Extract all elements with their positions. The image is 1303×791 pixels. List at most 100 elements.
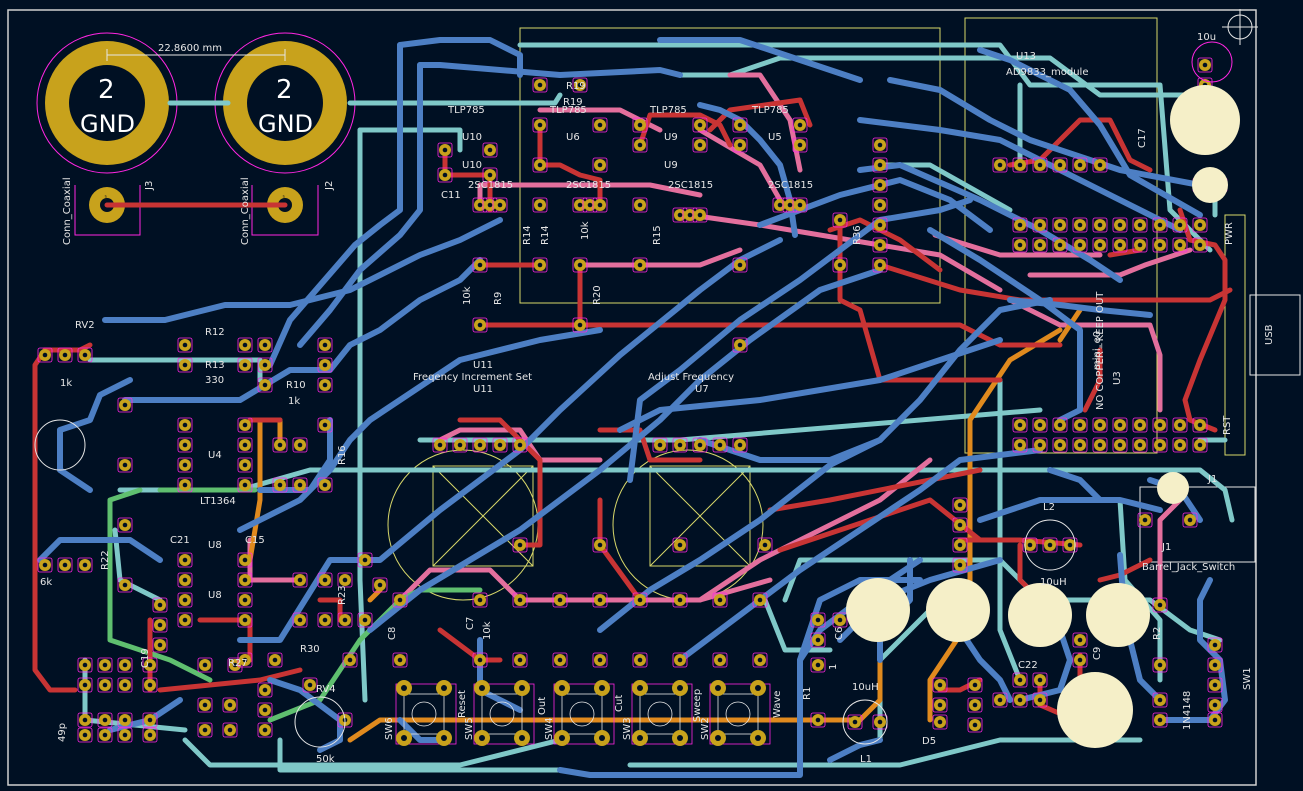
coax-j3-net-label: GND [80, 110, 135, 138]
silk-label-c15: C15 [245, 535, 265, 546]
silk-label-cut: Cut [614, 695, 625, 712]
silk-label-u9: U9 [664, 132, 678, 143]
silk-label-sw3: SW3 [622, 717, 633, 740]
silk-label-u13: U13 [1016, 51, 1036, 62]
silk-label-c11: C11 [441, 190, 461, 201]
silk-label-r12: R12 [205, 327, 225, 338]
silk-label-tlp785-c: TLP785 [649, 105, 687, 116]
silk-label-c7: C7 [465, 617, 476, 630]
silk-label-u11b: U11 [473, 384, 493, 395]
coax-j3-ref: J3 [144, 181, 155, 191]
silk-label-fiftyk: 50k [316, 754, 335, 765]
silk-label-r2: R2 [1152, 627, 1163, 640]
silk-label-c21: C21 [170, 535, 190, 546]
silk-label-sweep: Sweep [692, 689, 703, 722]
silk-label-sw2: SW2 [700, 717, 711, 740]
silk-label-barrel: Barrel_Jack_Switch [1142, 562, 1235, 573]
silk-label-r19b: R19 [563, 97, 583, 108]
silk-label-sw6: SW6 [384, 717, 395, 740]
silk-label-in4148: 1N4148 [1182, 691, 1193, 730]
silk-label-out: Out [537, 697, 548, 715]
coax-j3-pin-number: 2 [98, 75, 115, 105]
silk-label-u8b: U8 [208, 590, 222, 601]
silk-label-tlp785-b: TLP785 [549, 105, 587, 116]
silk-label-u11: U11 [473, 360, 493, 371]
trace-layer-inner2 [247, 72, 1193, 603]
silk-label-c9: C9 [1092, 647, 1103, 660]
silk-label-u11-title: Freqency Increment Set [413, 372, 532, 383]
silk-label-l2: L2 [1043, 502, 1055, 513]
silk-label-u8: U8 [208, 540, 222, 551]
coax-j2-pin-number: 2 [276, 75, 293, 105]
silk-label-u3: U3 [1112, 371, 1123, 385]
silk-label-u7-title: Adjust Frequency [648, 372, 734, 383]
silk-label-u5: U5 [768, 132, 782, 143]
silk-label-nocopper: NO COPPER - KEEP OUT [1095, 291, 1106, 410]
silk-label-tenk-a: 10k [462, 286, 473, 305]
silk-label-ad9833: AD9833_module [1006, 67, 1088, 78]
silk-label-c6: C6 [834, 627, 845, 640]
tactile-switches [395, 680, 771, 746]
coax-j2-ref: J2 [324, 181, 335, 191]
silk-label-tenk-b: 10k [580, 221, 591, 240]
silk-label-u7: U7 [695, 384, 709, 395]
silk-label-r23: R23 [337, 585, 348, 605]
silk-label-reset: Reset [457, 690, 468, 718]
silk-label-tenk-c: 10k [482, 621, 493, 640]
dimension-label: 22.8600 mm [158, 43, 222, 54]
electrolytic-capacitors [34, 41, 1240, 748]
silk-label-r14: R14 [522, 225, 533, 245]
silk-label-sw1: SW1 [1242, 667, 1253, 690]
silk-label-c8: C8 [387, 627, 398, 640]
coax-j3-value: Conn_Coaxial [62, 177, 73, 245]
silk-label-tlp785-d: TLP785 [751, 105, 789, 116]
silk-label-r9: R9 [493, 292, 504, 305]
silk-label-c22: C22 [1018, 660, 1038, 671]
silk-label-sc1815-c: 2SC1815 [668, 180, 713, 191]
silk-label-rst: RST [1222, 415, 1233, 435]
silk-label-onek-a: 1k [60, 378, 72, 389]
silk-label-l1: L1 [860, 754, 872, 765]
silk-label-sc1815-b: 2SC1815 [566, 180, 611, 191]
silk-label-lt1364: LT1364 [200, 496, 236, 507]
silk-label-fortyninep: 49p [57, 723, 68, 742]
silk-label-rv2: RV2 [75, 320, 95, 331]
silk-label-r13: R13 [205, 360, 225, 371]
silk-label-tenuh-b: 10uH [852, 682, 879, 693]
silk-label-r20: R20 [592, 285, 603, 305]
silk-label-sc1815-a: 2SC1815 [468, 180, 513, 191]
silk-label-d5: D5 [922, 736, 936, 747]
silk-label-sc1815-d: 2SC1815 [768, 180, 813, 191]
coax-j3-pin1: 1 [104, 195, 108, 202]
silk-label-r10: R10 [286, 380, 306, 391]
silk-label-tenuh-a: 10uH [1040, 577, 1067, 588]
silk-label-u10b: U10 [462, 160, 482, 171]
silk-label-one: 1 [828, 664, 839, 670]
silk-label-j1b: J1 [1161, 542, 1171, 553]
silk-label-c17: C17 [1137, 128, 1148, 148]
silk-label-sixk: 6k [40, 577, 52, 588]
silk-label-r1: R1 [802, 687, 813, 700]
silk-label-sw5: SW5 [464, 717, 475, 740]
silk-label-tlp785-a: TLP785 [447, 105, 485, 116]
silk-label-j1: J1 [1207, 474, 1217, 485]
silk-label-wave: Wave [772, 691, 783, 718]
silk-label-r27: R27 [228, 658, 248, 669]
board-edge-cuts [7, 9, 1257, 786]
coax-j2-net-label: GND [258, 110, 313, 138]
coax-j2-pin1: 1 [282, 195, 286, 202]
silk-label-u6: U6 [566, 132, 580, 143]
silk-label-mini: mini_e0 [1092, 331, 1103, 370]
coax-j2-value: Conn_Coaxial [240, 177, 251, 245]
silk-label-r30: R30 [300, 644, 320, 655]
silk-label-r36: R36 [852, 225, 863, 245]
silk-label-sw4: SW4 [544, 717, 555, 740]
silk-label-c19: C19 [140, 648, 151, 668]
silk-label-usb: USB [1264, 324, 1275, 345]
silk-label-r15: R15 [652, 225, 663, 245]
silk-label-r14b: R14 [540, 225, 551, 245]
silk-label-u4: U4 [208, 450, 222, 461]
silk-label-r330: 330 [205, 375, 224, 386]
